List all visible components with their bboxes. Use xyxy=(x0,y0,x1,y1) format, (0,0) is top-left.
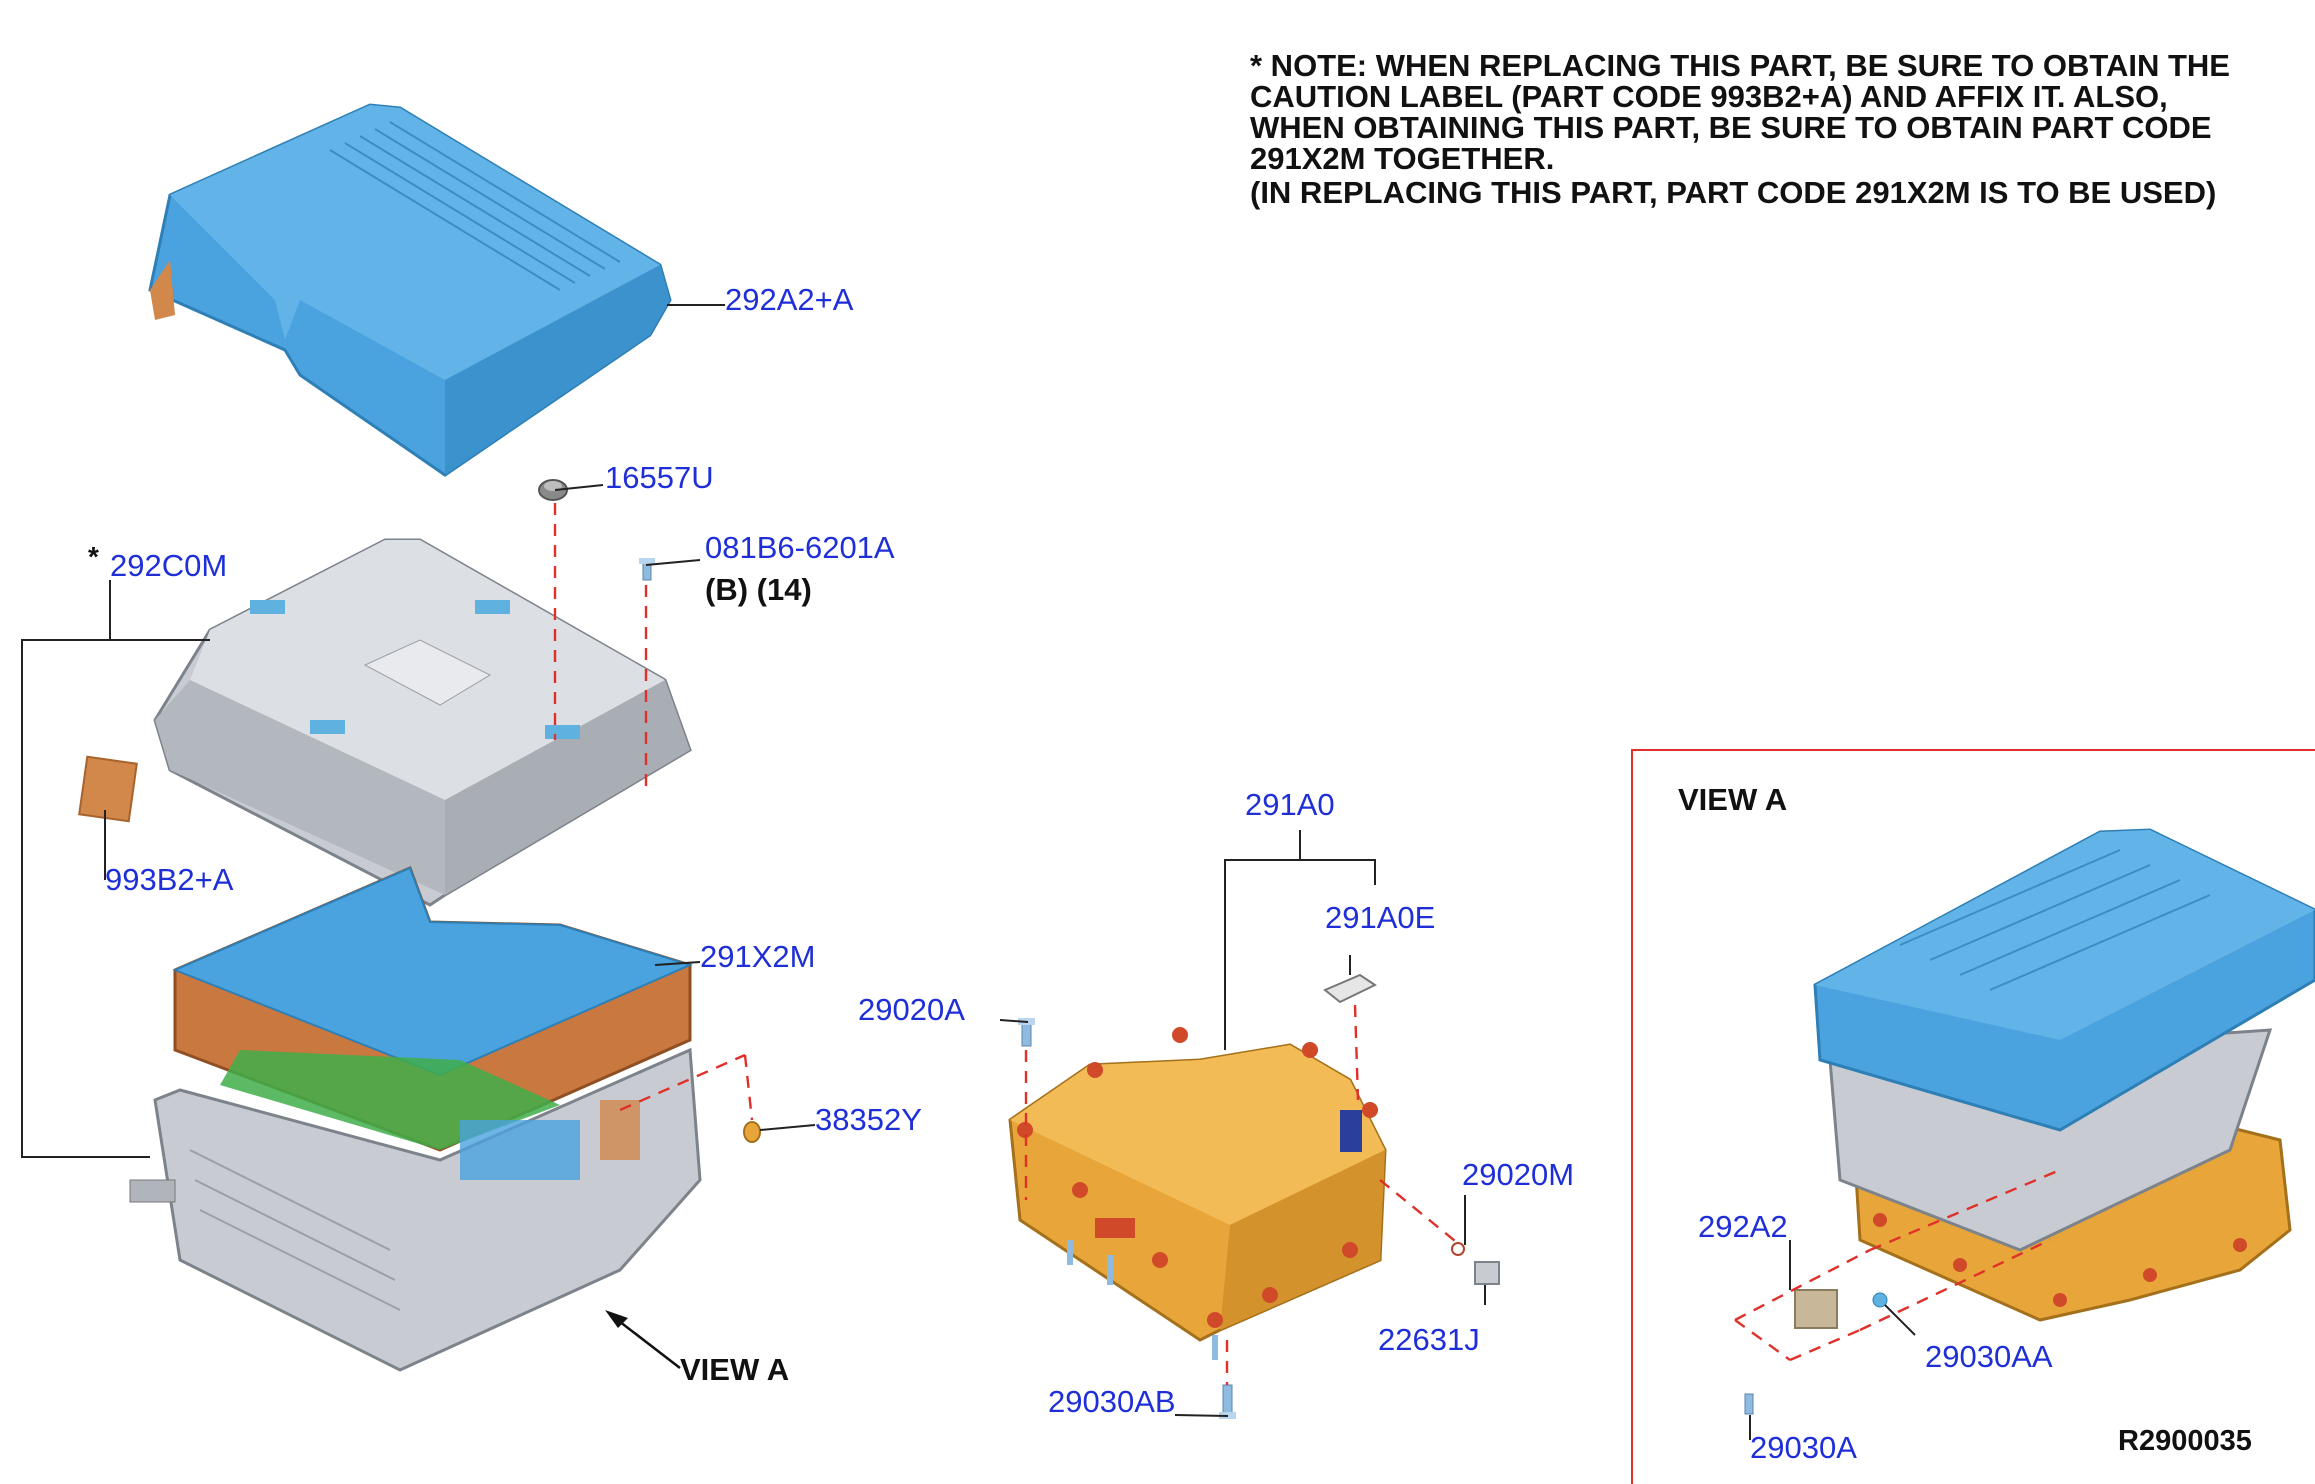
lower-housing-part xyxy=(129,1047,702,1372)
connector-22631j-part xyxy=(1474,1261,1500,1285)
cap-part xyxy=(538,479,568,501)
note-line-4: 291X2M TOGETHER. xyxy=(1250,141,1554,176)
callout-38352y: 38352Y xyxy=(815,1102,922,1137)
bolt-29020m-part xyxy=(1451,1242,1465,1256)
view-a-bracket-part xyxy=(1794,1289,1838,1329)
callout-081b6: 081B6-6201A xyxy=(705,530,895,565)
view-a-panel: VIEW A xyxy=(1631,749,2315,1484)
assembly-dashed-lines xyxy=(553,503,1461,1385)
view-a-callout-29030aa: 29030AA xyxy=(1925,1339,2053,1374)
callout-22631j: 22631J xyxy=(1378,1322,1480,1357)
callout-29030ab: 29030AB xyxy=(1048,1384,1176,1419)
callout-view-a-arrow: VIEW A xyxy=(680,1352,789,1387)
callout-292a2a: 292A2+A xyxy=(725,282,854,317)
callout-993b2a: 993B2+A xyxy=(105,862,234,897)
callout-asterisk: * xyxy=(88,541,99,572)
callout-291x2m: 291X2M xyxy=(700,939,815,974)
view-a-assembly xyxy=(1813,828,2315,1322)
note-block: * NOTE: WHEN REPLACING THIS PART, BE SUR… xyxy=(1250,48,2230,210)
note-line-2: CAUTION LABEL (PART CODE 993B2+A) AND AF… xyxy=(1250,79,2168,114)
inverter-assy-part xyxy=(1008,1027,1387,1360)
view-a-callout-292a2: 292A2 xyxy=(1698,1209,1788,1244)
note-line-5: (IN REPLACING THIS PART, PART CODE 291X2… xyxy=(1250,175,2216,210)
callout-16557u: 16557U xyxy=(605,460,714,495)
inverter-case-part xyxy=(153,538,692,907)
upper-cover-part xyxy=(148,103,672,477)
diagram-code: R2900035 xyxy=(2118,1425,2252,1457)
callout-292c0m: 292C0M xyxy=(110,548,227,583)
bolt-29030ab-part xyxy=(1219,1384,1236,1419)
callout-291a0: 291A0 xyxy=(1245,787,1335,822)
view-a-callout-29030a: 29030A xyxy=(1750,1430,1857,1465)
note-line-3: WHEN OBTAINING THIS PART, BE SURE TO OBT… xyxy=(1250,110,2212,145)
note-line-1: * NOTE: WHEN REPLACING THIS PART, BE SUR… xyxy=(1250,48,2230,83)
view-a-bolt-aa-part xyxy=(1872,1292,1888,1308)
view-a-title: VIEW A xyxy=(1678,782,1787,817)
callout-29020a: 29020A xyxy=(858,992,965,1027)
view-a-bolt-a-part xyxy=(1744,1393,1754,1415)
view-a-dashed-lines xyxy=(1734,1168,2061,1362)
callout-291a0e: 291A0E xyxy=(1325,900,1435,935)
view-a-leader-lines xyxy=(1749,1240,1916,1440)
gasket-part xyxy=(1323,973,1378,1004)
caution-label-part xyxy=(78,755,138,823)
leader-lines xyxy=(21,304,1486,1417)
clip-part xyxy=(743,1121,761,1143)
callout-29020m: 29020M xyxy=(1462,1157,1574,1192)
callout-bolt-qty: (B) (14) xyxy=(705,572,812,607)
bolt-part xyxy=(639,558,655,581)
